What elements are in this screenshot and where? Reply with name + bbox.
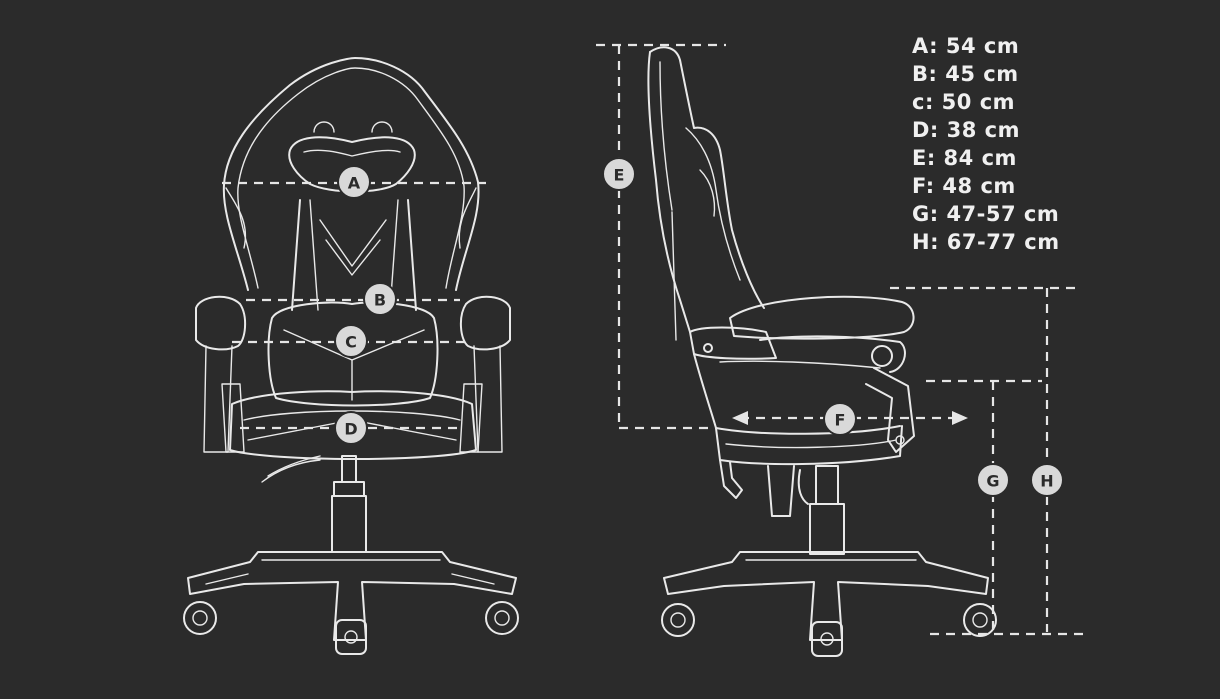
dimension-d: D: 38 cm xyxy=(912,118,1021,142)
dim-line-e xyxy=(596,43,726,430)
dim-line-g xyxy=(926,379,1042,632)
svg-text:C: C xyxy=(345,333,357,352)
badge-a: A xyxy=(337,165,371,199)
dimension-list: A: 54 cm B: 45 cm c: 50 cm D: 38 cm E: 8… xyxy=(912,32,1060,256)
badge-c: C xyxy=(334,324,368,358)
front-view-chair xyxy=(183,57,519,655)
svg-text:B: B xyxy=(374,291,386,310)
svg-text:A: A xyxy=(348,174,361,193)
dimension-a: A: 54 cm xyxy=(912,34,1020,58)
dimension-h: H: 67-77 cm xyxy=(912,230,1060,254)
dimension-e: E: 84 cm xyxy=(912,146,1017,170)
badge-d: D xyxy=(334,411,368,445)
badge-g: G xyxy=(976,463,1010,497)
svg-text:F: F xyxy=(835,411,846,430)
dimension-f: F: 48 cm xyxy=(912,174,1016,198)
svg-text:D: D xyxy=(344,420,357,439)
dimension-b: B: 45 cm xyxy=(912,62,1019,86)
badge-h: H xyxy=(1030,463,1064,497)
dimension-c: c: 50 cm xyxy=(912,90,1016,114)
badge-b: B xyxy=(363,282,397,316)
svg-text:G: G xyxy=(986,472,999,491)
dimension-g: G: 47-57 cm xyxy=(912,202,1060,226)
badge-e: E xyxy=(602,157,636,191)
svg-text:E: E xyxy=(614,166,625,185)
dim-line-h xyxy=(890,286,1076,632)
svg-text:H: H xyxy=(1040,472,1053,491)
side-view-chair xyxy=(647,46,997,657)
dim-line-f xyxy=(732,411,968,425)
badge-f: F xyxy=(823,402,857,436)
